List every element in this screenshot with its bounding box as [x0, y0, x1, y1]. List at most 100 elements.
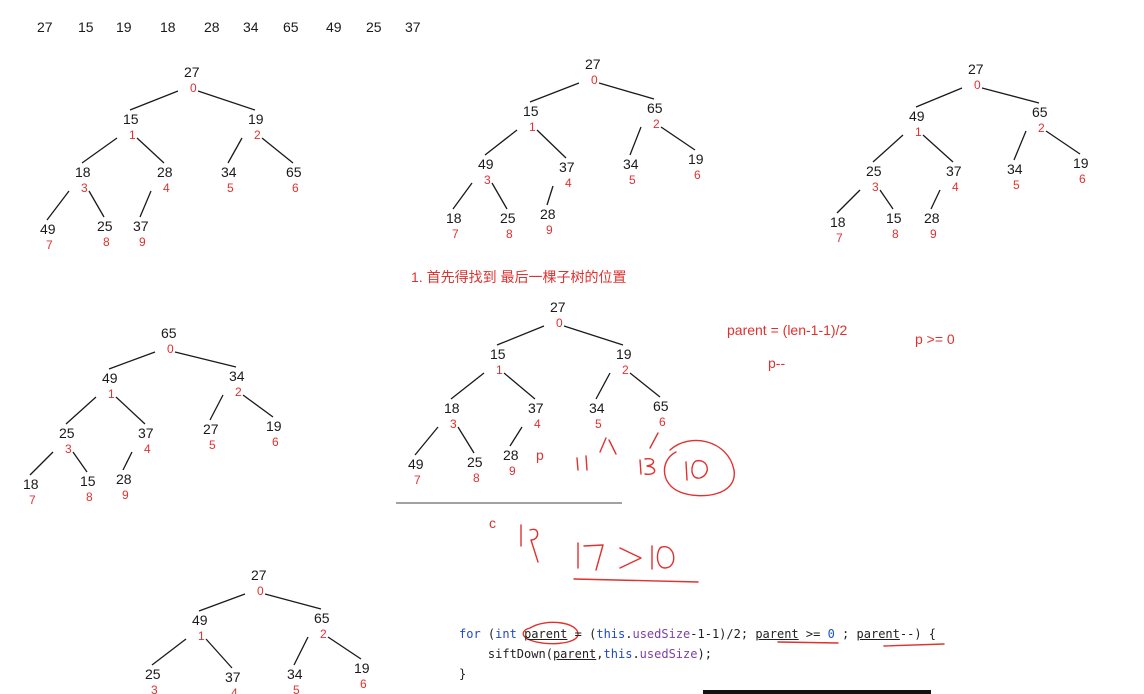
- node-index: 3: [81, 181, 88, 195]
- tree-edge: [29, 451, 54, 476]
- node-index: 3: [450, 417, 457, 431]
- arg-comma: ,: [596, 647, 604, 661]
- tree-edge: [81, 137, 118, 164]
- field-usedsize: usedSize: [632, 627, 691, 641]
- node-index: 2: [1038, 121, 1045, 135]
- tree-edge: [293, 636, 309, 666]
- node-index: 9: [546, 223, 553, 237]
- node-value: 27: [550, 299, 566, 315]
- op-eq: =: [574, 627, 582, 641]
- step1-note: 1. 首先得找到 最后一棵子树的位置: [411, 269, 626, 285]
- scribble-13: [639, 457, 656, 475]
- tree-edge: [46, 190, 70, 221]
- bottom-bar: [703, 690, 931, 694]
- tree-edge: [242, 394, 274, 418]
- node-value: 65: [286, 164, 302, 180]
- node-index: 0: [190, 81, 197, 95]
- tree-edge: [529, 82, 580, 103]
- field-usedsize-2: usedSize: [639, 647, 698, 661]
- tree-edge: [922, 134, 954, 163]
- kw-for: for: [459, 627, 481, 641]
- node-value: 27: [251, 567, 267, 583]
- node-value: 49: [909, 108, 925, 124]
- tree-edge: [484, 129, 518, 156]
- scribble-19: [520, 524, 539, 563]
- node-index: 8: [473, 471, 480, 485]
- node-index: 0: [556, 316, 563, 330]
- tree-edge: [205, 638, 233, 669]
- node-value: 65: [314, 610, 330, 626]
- node-index: 7: [836, 231, 843, 245]
- tree-edge: [108, 351, 156, 370]
- tree-edge: [452, 182, 473, 210]
- scribble-circle-10: [663, 439, 735, 497]
- sequence-item: 34: [243, 19, 259, 35]
- parent-formula: parent = (len-1-1)/2: [727, 322, 847, 338]
- node-index: 7: [414, 473, 421, 487]
- code-line-2: siftDown(parent,this.usedSize);: [487, 647, 712, 661]
- node-value: 28: [540, 206, 556, 222]
- node-value: 18: [23, 476, 39, 492]
- node-value: 34: [229, 368, 245, 384]
- tree-edge: [629, 126, 642, 156]
- node-value: 19: [1073, 155, 1089, 171]
- node-index: 5: [293, 683, 300, 694]
- node-value: 19: [688, 151, 704, 167]
- node-index: 2: [254, 128, 261, 142]
- node-value: 18: [444, 400, 460, 416]
- tree-edge: [227, 137, 243, 164]
- node-value: 28: [116, 471, 132, 487]
- node-value: 28: [503, 447, 519, 463]
- node-index: 6: [272, 435, 279, 449]
- node-value: 37: [559, 159, 575, 175]
- scribble-underline: [573, 578, 699, 583]
- node-index: 7: [29, 493, 36, 507]
- tree-edge: [198, 593, 246, 612]
- scribble-child-edge: [649, 432, 659, 449]
- node-value: 15: [490, 346, 506, 362]
- node-value: 19: [248, 111, 264, 127]
- sequence-item: 28: [204, 19, 220, 35]
- node-index: 3: [65, 442, 72, 456]
- node-index: 0: [591, 73, 598, 87]
- tree-edge: [595, 372, 611, 400]
- tree-edge: [563, 325, 624, 346]
- code-line-1: for (int parent = (this.usedSize-1-1)/2;…: [459, 627, 936, 641]
- node-value: 27: [968, 61, 984, 77]
- tree-edge: [88, 190, 105, 218]
- code-line-3: }: [459, 667, 467, 681]
- tree-edge: [598, 82, 655, 100]
- node-index: 9: [139, 235, 146, 249]
- tree-edge: [496, 325, 545, 346]
- cond-var: parent: [755, 627, 799, 641]
- node-index: 4: [163, 181, 170, 195]
- tree-edge: [414, 426, 439, 456]
- node-index: 3: [484, 173, 491, 187]
- sequence-item: 65: [283, 19, 299, 35]
- tree-edge: [879, 189, 894, 210]
- tree-edge: [915, 87, 963, 108]
- tree-edge: [836, 189, 861, 214]
- node-index: 1: [529, 120, 536, 134]
- node-value: 49: [478, 156, 494, 172]
- node-index: 5: [209, 438, 216, 452]
- node-index: 6: [694, 168, 701, 182]
- heap-trees: 2701511921832843456564972583792701516524…: [23, 56, 1089, 694]
- node-value: 65: [647, 100, 663, 116]
- node-index: 7: [452, 227, 459, 241]
- tree-edge: [65, 396, 97, 425]
- tree-edge: [503, 372, 536, 400]
- node-value: 27: [585, 56, 601, 72]
- node-index: 1: [198, 629, 205, 643]
- node-value: 15: [123, 111, 139, 127]
- node-value: 37: [133, 218, 149, 234]
- node-index: 3: [151, 683, 158, 694]
- node-value: 25: [145, 666, 161, 682]
- tree-edge: [151, 638, 187, 666]
- node-index: 9: [509, 464, 516, 478]
